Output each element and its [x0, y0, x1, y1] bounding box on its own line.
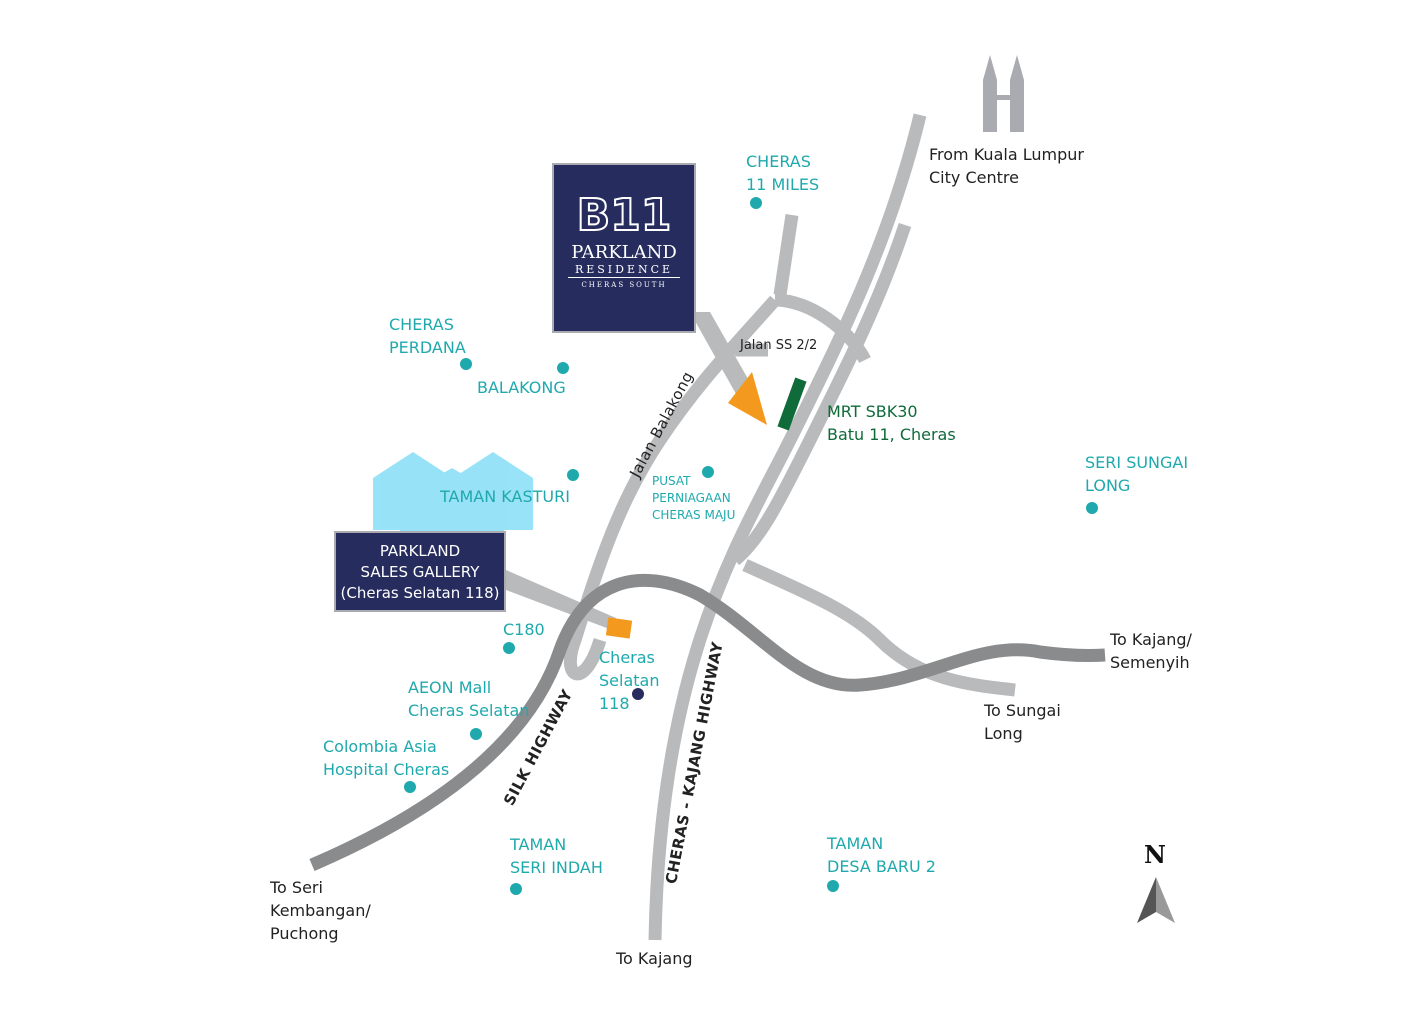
place-dot	[702, 466, 714, 478]
place-label: C180	[503, 620, 545, 639]
sales-gallery-label: PARKLAND SALES GALLERY (Cheras Selatan 1…	[334, 531, 506, 612]
cheras-kajang-highway-road	[648, 113, 927, 941]
place-label: Cheras Selatan 118	[599, 648, 660, 713]
place-label: SERI SUNGAI LONG	[1085, 453, 1189, 495]
place-label: TAMAN SERI INDAH	[510, 835, 603, 877]
direction-klcc: From Kuala Lumpur City Centre	[929, 145, 1084, 187]
place-label: CHERAS 11 MILES	[746, 152, 820, 194]
gallery-line-1: PARKLAND	[379, 542, 461, 560]
place-label: BALAKONG	[477, 378, 566, 397]
gallery-pointer	[506, 570, 616, 630]
direction-kajang: To Kajang	[616, 949, 693, 968]
place-label: TAMAN KASTURI	[440, 487, 570, 506]
place-dot	[750, 197, 762, 209]
sales-gallery-marker	[605, 617, 633, 639]
logo-name: PARKLAND	[571, 242, 677, 263]
direction-sungai-long: To Sungai Long	[984, 701, 1061, 743]
mrt-label: MRT SBK30 Batu 11, Cheras	[827, 402, 956, 444]
loop-road	[774, 293, 871, 364]
direction-kajang-semenyih: To Kajang/ Semenyih	[1110, 630, 1192, 672]
place-label: Colombia Asia Hospital Cheras	[323, 737, 450, 779]
logo-mark: B11	[576, 190, 673, 241]
silk-highway-road	[309, 573, 1106, 871]
compass-label: N	[1144, 840, 1166, 869]
logo-subname: RESIDENCE	[568, 263, 680, 278]
link-road-north	[773, 214, 799, 296]
gallery-line-2: SALES GALLERY	[360, 563, 480, 581]
logo-location: CHERAS SOUTH	[581, 281, 667, 289]
sungai-long-road	[742, 559, 1016, 697]
petronas-towers-icon	[983, 55, 1024, 132]
place-dot	[404, 781, 416, 793]
project-logo: B11 PARKLAND RESIDENCE CHERAS SOUTH	[552, 163, 696, 333]
place-dot	[557, 362, 569, 374]
direction-seri-kembangan: To Seri Kembangan/ Puchong	[270, 878, 371, 943]
place-dot	[510, 883, 522, 895]
place-label: PUSAT PERNIAGAAN CHERAS MAJU	[652, 474, 736, 522]
place-dot	[827, 880, 839, 892]
place-label: CHERAS PERDANA	[389, 315, 466, 357]
cheras-kajang-highway-road-2	[730, 222, 912, 566]
place-label: TAMAN DESA BARU 2	[827, 834, 936, 876]
place-dot	[503, 642, 515, 654]
jalan-ss-label: Jalan SS 2/2	[740, 338, 818, 353]
place-dot	[567, 469, 579, 481]
place-label: AEON Mall Cheras Selatan	[408, 678, 530, 720]
mrt-station-marker	[777, 377, 807, 431]
place-dot	[470, 728, 482, 740]
mrt-dot	[632, 688, 644, 700]
gallery-line-3: (Cheras Selatan 118)	[340, 584, 500, 602]
place-dot	[1086, 502, 1098, 514]
north-arrow-icon	[1137, 877, 1175, 923]
project-site-marker	[728, 372, 767, 425]
place-dot	[460, 358, 472, 370]
